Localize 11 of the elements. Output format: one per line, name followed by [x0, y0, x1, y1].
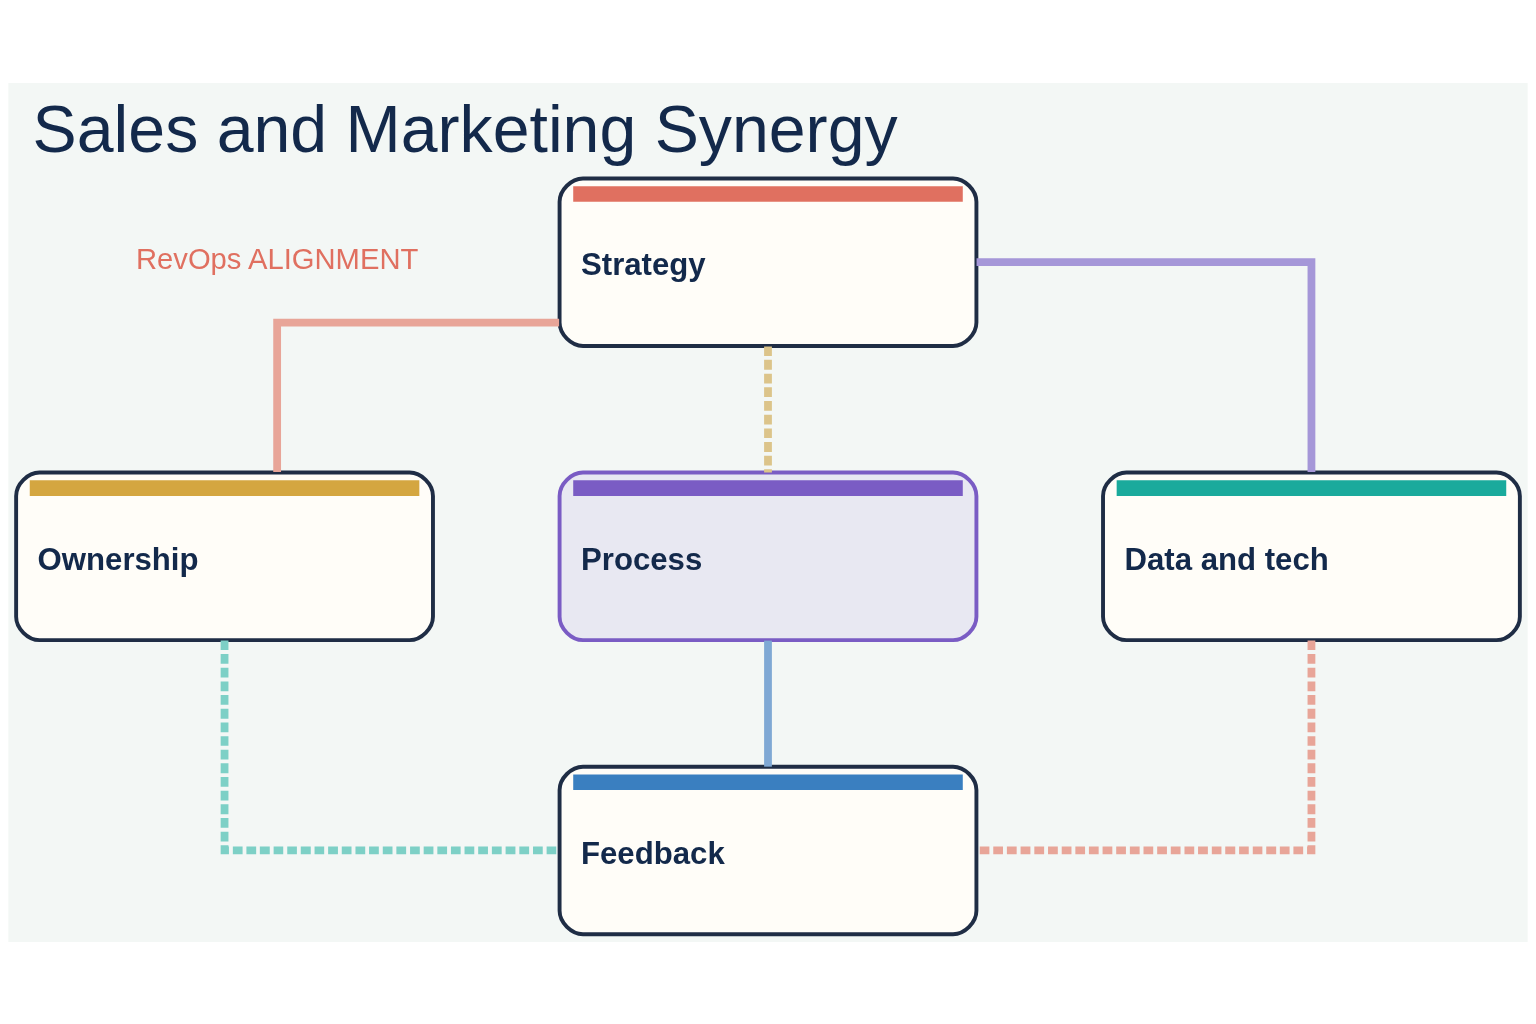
- diagram-title: Sales and Marketing Synergy: [32, 91, 898, 166]
- label: RevOps ALIGNMENT: [135, 242, 419, 275]
- node-box: Process: [557, 470, 979, 642]
- node-box: Data and tech: [1101, 470, 1522, 642]
- node-box: Strategy: [557, 176, 979, 348]
- node-box: Ownership: [14, 470, 435, 642]
- connector: [764, 346, 772, 473]
- node-box: Feedback: [557, 764, 979, 936]
- connector: [764, 640, 772, 767]
- connector: [273, 318, 560, 472]
- connector: [976, 257, 1316, 472]
